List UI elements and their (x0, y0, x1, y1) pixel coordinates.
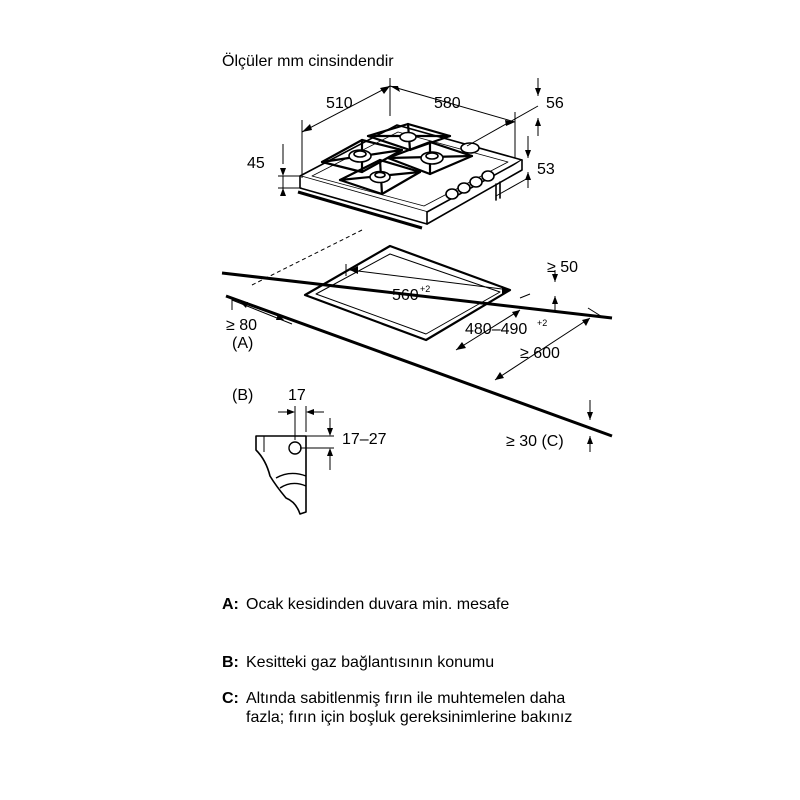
label-b: (B) (232, 387, 253, 404)
dim-cutout-depth-tolerance: +2 (537, 318, 547, 328)
legend-item-b: B: Kesitteki gaz bağlantısının konumu (222, 653, 606, 672)
worktop-dimension-arrows (240, 266, 593, 444)
dim-rear-offset: 56 (546, 95, 564, 112)
legend-item-c: C: Altında sabitlenmiş fırın ile muhtemel… (222, 689, 591, 727)
label-a: (A) (232, 335, 253, 352)
dim-depth: 510 (326, 95, 353, 112)
dim-height: 45 (247, 155, 265, 172)
hob-dimension-arrows (280, 86, 541, 196)
dim-cutout-depth: 480–490 (465, 321, 527, 338)
dim-cutout-width-tolerance: +2 (420, 284, 430, 294)
dim-oven-clearance: ≥ 30 (C) (506, 433, 564, 450)
dim-gas-offset-y: 17–27 (342, 431, 387, 448)
gas-connection-detail (255, 406, 334, 515)
legend-key-c: C: (222, 690, 239, 707)
diagram-title: Ölçüler mm cinsindendir (222, 52, 394, 70)
legend-key-a: A: (222, 596, 239, 613)
dim-gas-offset-x: 17 (288, 387, 306, 404)
legend-key-b: B: (222, 654, 239, 671)
hob-drawing (299, 122, 523, 225)
dim-rear-clearance: ≥ 50 (547, 259, 578, 276)
legend-text-c: Altında sabitlenmiş fırın ile muhtemelen… (246, 690, 573, 726)
legend-text-a: Ocak kesidinden duvara min. mesafe (246, 596, 510, 613)
gas-detail-arrows (287, 409, 333, 456)
dim-wall-clearance: ≥ 80 (226, 317, 257, 334)
legend-text-b: Kesitteki gaz bağlantısının konumu (246, 654, 495, 671)
dim-worktop-depth: ≥ 600 (520, 345, 560, 362)
dim-width: 580 (434, 95, 461, 112)
dim-cutout-width: 560 (392, 287, 419, 304)
worktop-drawing (221, 190, 613, 438)
dim-knob-height: 53 (537, 161, 555, 178)
legend-item-a: A: Ocak kesidinden duvara min. mesafe (222, 595, 606, 614)
